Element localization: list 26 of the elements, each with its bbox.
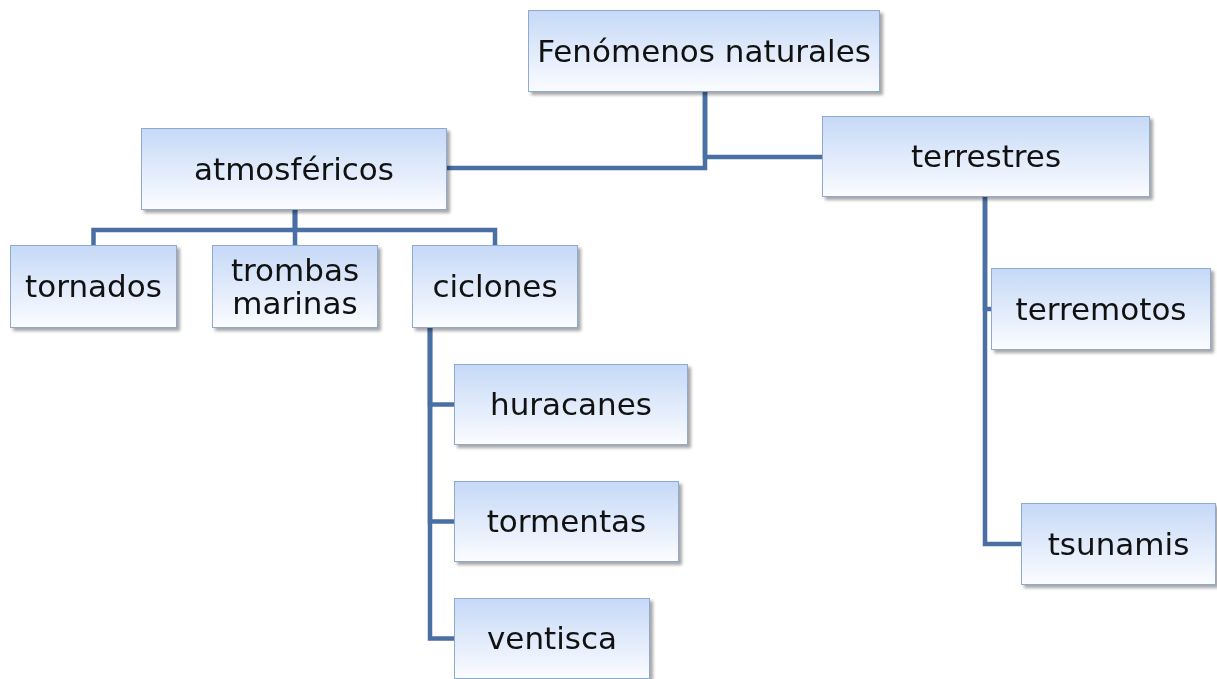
node-label: atmosféricos (194, 152, 394, 186)
node-label: tormentas (486, 505, 647, 538)
node-label: trombas marinas (229, 253, 361, 320)
category-box (454, 598, 650, 679)
category-box (454, 481, 679, 562)
category-box (412, 245, 578, 328)
node-label: ciclones (432, 270, 558, 303)
node-label: tsunamis (1047, 527, 1190, 561)
category-box (454, 364, 688, 445)
node-label: terrestres (910, 140, 1062, 173)
category-box (991, 268, 1211, 350)
node-label: terremotos (1015, 292, 1187, 326)
node-label: tornados (25, 270, 162, 303)
node-label: Fenómenos naturales (537, 34, 871, 68)
category-box (528, 10, 880, 92)
connector-line (982, 197, 1021, 547)
category-box (822, 116, 1150, 197)
connector-line (292, 210, 498, 245)
category-box (141, 128, 447, 210)
connector-line (427, 328, 454, 641)
node-label: huracanes (490, 388, 652, 421)
category-box (1021, 503, 1216, 585)
category-box (10, 245, 177, 328)
connector-line (702, 92, 822, 160)
category-box (212, 245, 378, 328)
node-label: ventisca (487, 622, 617, 655)
